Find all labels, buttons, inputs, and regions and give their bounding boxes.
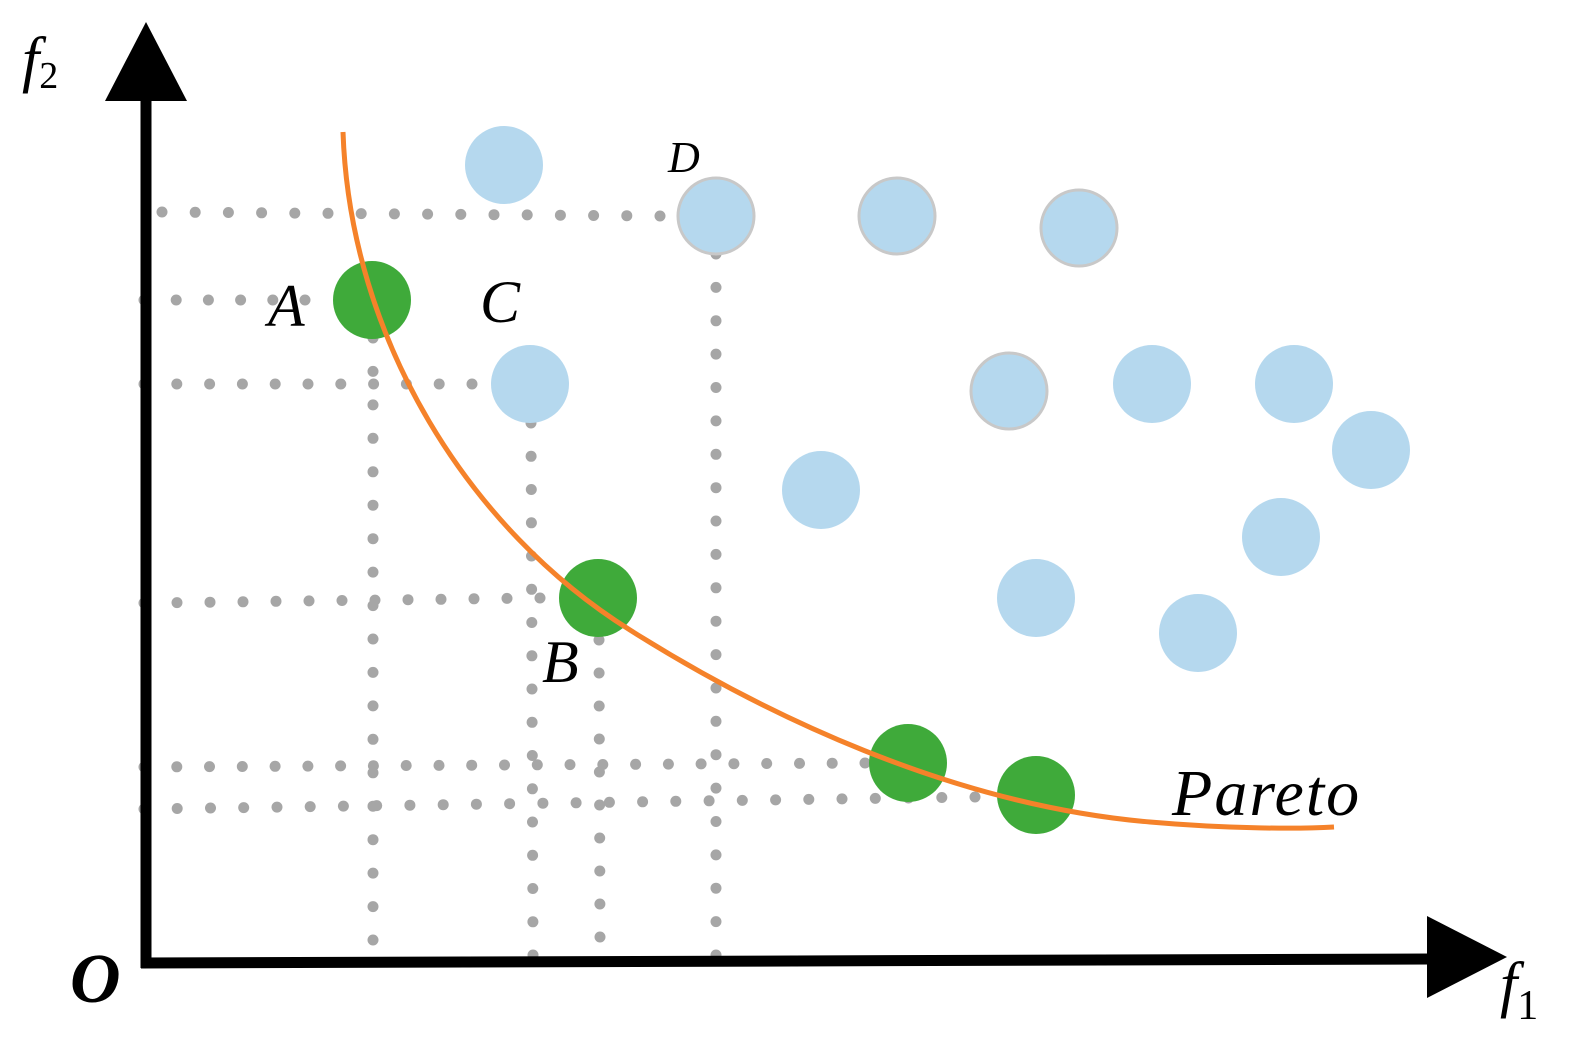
point-d-label: D [667,133,700,182]
dominated-point [857,176,937,256]
dominated-point [465,126,543,204]
guide-lines [138,206,981,961]
point-c-label: C [480,269,521,335]
x-axis-label: f1 [1500,951,1538,1029]
guide-line-vertical [593,634,606,943]
guide-line-horizontal [138,791,981,815]
origin-label: O [70,941,121,1018]
y-axis-arrowhead [105,22,187,101]
dominated-point [676,176,756,256]
x-axis-arrowhead [1427,916,1507,998]
pareto-points [333,261,1075,834]
guide-line-horizontal [138,592,546,609]
dominated-point [1159,594,1237,672]
pareto-curve-label: Pareto [1171,757,1361,830]
dominated-point [997,559,1075,637]
dominated-point [1332,411,1410,489]
dominated-point [1242,498,1320,576]
pareto-point [997,756,1075,834]
pareto-point [869,724,947,802]
pareto-curve [340,131,1335,831]
guide-line-vertical [367,332,379,946]
dominated-point [969,351,1049,431]
point-a-label: A [264,273,305,339]
guide-line-horizontal [156,206,666,222]
axes [105,22,1507,998]
dominated-point [782,451,860,529]
dominated-point [1039,188,1119,268]
y-axis-label: f2 [22,26,58,97]
guide-line-horizontal [138,378,478,390]
x-axis-line [140,953,1433,969]
point-b-label: B [542,629,579,695]
pareto-point [559,559,637,637]
dominated-points [465,126,1410,672]
guide-line-vertical [710,248,722,961]
dominated-point [1255,345,1333,423]
dominated-point [1113,345,1191,423]
guide-line-horizontal [138,757,871,773]
dominated-point [491,345,569,423]
guide-line-vertical [525,417,539,961]
